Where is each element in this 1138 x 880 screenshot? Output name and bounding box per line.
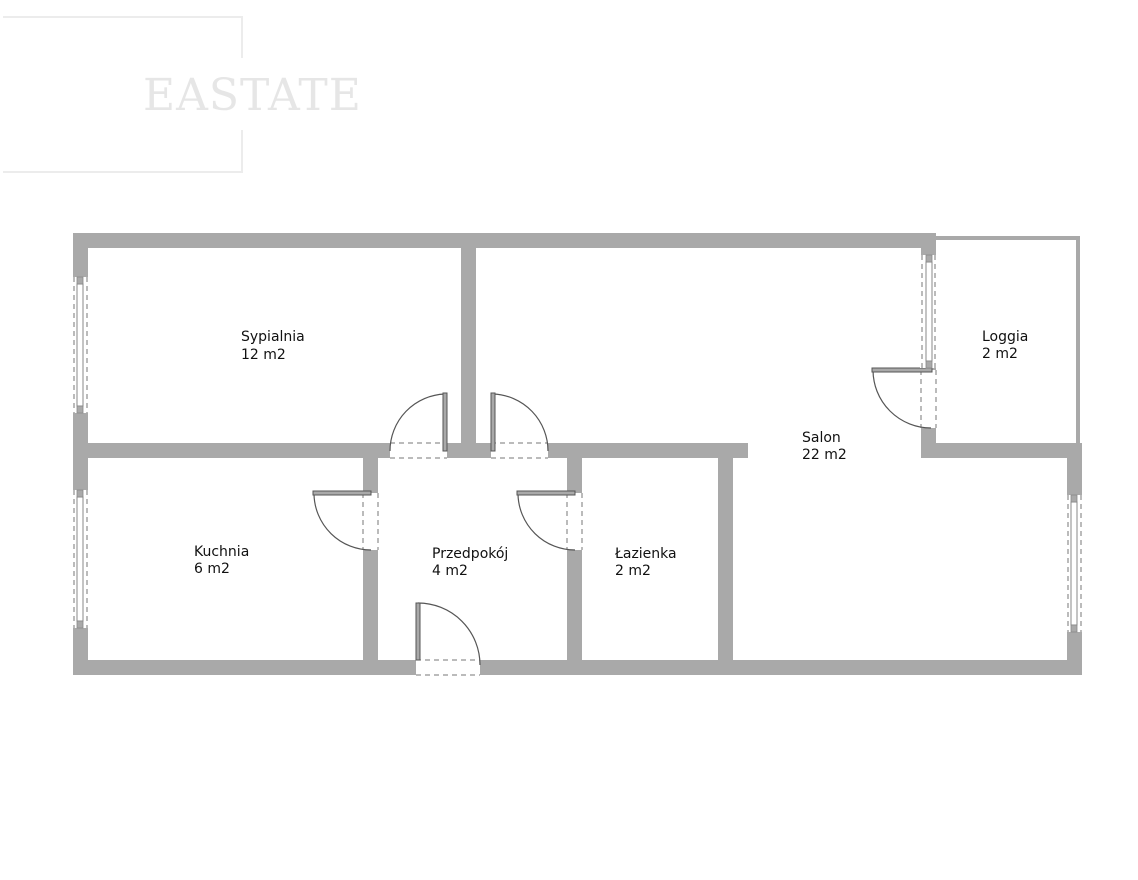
door-openings — [362, 370, 937, 676]
room-lazienka: Łazienka 2 m2 — [614, 546, 677, 579]
room-kuchnia: Kuchnia 6 m2 — [194, 544, 249, 577]
door-salon — [490, 392, 549, 452]
door-kuchnia — [312, 490, 372, 551]
logo-text: EASTATE — [143, 70, 362, 121]
eastate-logo: EASTATE — [3, 16, 362, 173]
room-name: Przedpokój — [432, 546, 508, 562]
room-area: 12 m2 — [241, 347, 286, 363]
room-name: Loggia — [982, 329, 1028, 345]
door-entrance — [415, 602, 481, 666]
room-name: Sypialnia — [241, 329, 305, 345]
room-przedpokoj: Przedpokój 4 m2 — [432, 546, 508, 579]
door-loggia — [871, 367, 933, 429]
room-area: 2 m2 — [982, 346, 1018, 362]
door-lazienka — [516, 490, 576, 551]
window-sypialnia — [72, 276, 89, 414]
room-salon: Salon 22 m2 — [802, 430, 847, 463]
room-area: 22 m2 — [802, 447, 847, 463]
window-loggia — [920, 254, 937, 369]
window-kuchnia — [72, 489, 89, 629]
room-name: Salon — [802, 430, 841, 446]
room-sypialnia: Sypialnia 12 m2 — [241, 329, 305, 363]
room-name: Łazienka — [614, 546, 677, 562]
room-name: Kuchnia — [194, 544, 249, 560]
room-area: 4 m2 — [432, 563, 468, 579]
window-salon — [1066, 494, 1083, 633]
door-sypialnia — [389, 392, 448, 452]
room-loggia: Loggia 2 m2 — [982, 329, 1028, 362]
room-area: 2 m2 — [615, 563, 651, 579]
room-area: 6 m2 — [194, 561, 230, 577]
